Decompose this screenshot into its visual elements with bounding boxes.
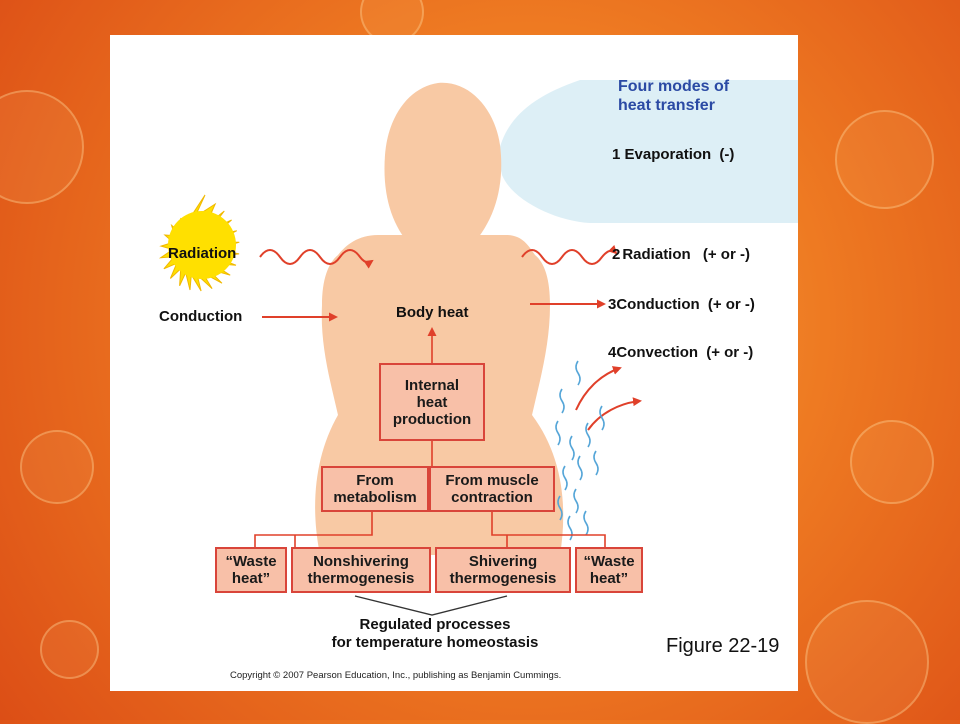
figure-label: Figure 22-19 xyxy=(666,635,780,657)
mode-sign: (+ or -) xyxy=(706,344,754,361)
from-metabolism-box: From metabolism xyxy=(321,466,429,512)
radiation-in-wave xyxy=(259,249,374,269)
bokeh-circle xyxy=(0,90,84,204)
mode-conduction: 3Conduction (+ or -) xyxy=(608,296,755,314)
mode-label: Radiation xyxy=(622,246,691,263)
bokeh-circle xyxy=(805,600,929,724)
bokeh-circle xyxy=(850,420,934,504)
waste-heat-left-box: “Waste heat” xyxy=(215,547,287,593)
legend-title: Four modes of heat transfer xyxy=(618,78,730,114)
bokeh-circle xyxy=(20,430,94,504)
diagram-graphics xyxy=(158,80,798,616)
mode-number: 3 xyxy=(608,296,617,313)
copyright-text: Copyright © 2007 Pearson Education, Inc.… xyxy=(230,670,562,681)
diagram-panel: Four modes of heat transfer 1 Evaporatio… xyxy=(110,35,798,691)
mode-label: Evaporation xyxy=(624,146,712,163)
shivering-thermogenesis-box: Shivering thermogenesis xyxy=(435,547,571,593)
waste-heat-right-box: “Waste heat” xyxy=(575,547,643,593)
mode-number: 2 xyxy=(612,246,621,263)
conduction-in-label: Conduction xyxy=(159,308,243,325)
vapor-cloud xyxy=(498,80,798,223)
convection-arrow-2 xyxy=(587,397,642,431)
internal-heat-production-box: Internal heat production xyxy=(379,363,485,441)
body-heat-label: Body heat xyxy=(396,304,469,321)
regulated-processes-label: Regulated processes for temperature home… xyxy=(331,616,539,651)
mode-label: Convection xyxy=(616,344,699,361)
from-muscle-contraction-box: From muscle contraction xyxy=(429,466,555,512)
bokeh-circle xyxy=(40,620,99,679)
convection-arrow-1 xyxy=(575,366,622,411)
nonshivering-thermogenesis-box: Nonshivering thermogenesis xyxy=(291,547,431,593)
radiation-out-wave xyxy=(521,244,618,265)
sun-icon xyxy=(158,194,240,292)
tree-connectors xyxy=(254,440,606,549)
mode-sign: (+ or -) xyxy=(707,296,755,313)
mode-sign: (+ or -) xyxy=(702,246,750,263)
mode-number: 4 xyxy=(608,344,617,361)
sun-radiation-label: Radiation xyxy=(168,245,237,262)
bokeh-circle xyxy=(835,110,934,209)
mode-evaporation: 1 Evaporation (-) xyxy=(612,146,734,164)
convection-currents xyxy=(555,360,605,541)
mode-label: Conduction xyxy=(616,296,700,313)
mode-number: 1 xyxy=(612,146,621,163)
mode-convection: 4Convection (+ or -) xyxy=(608,344,753,362)
mode-sign: (-) xyxy=(719,146,735,163)
regulated-bracket xyxy=(354,595,508,616)
